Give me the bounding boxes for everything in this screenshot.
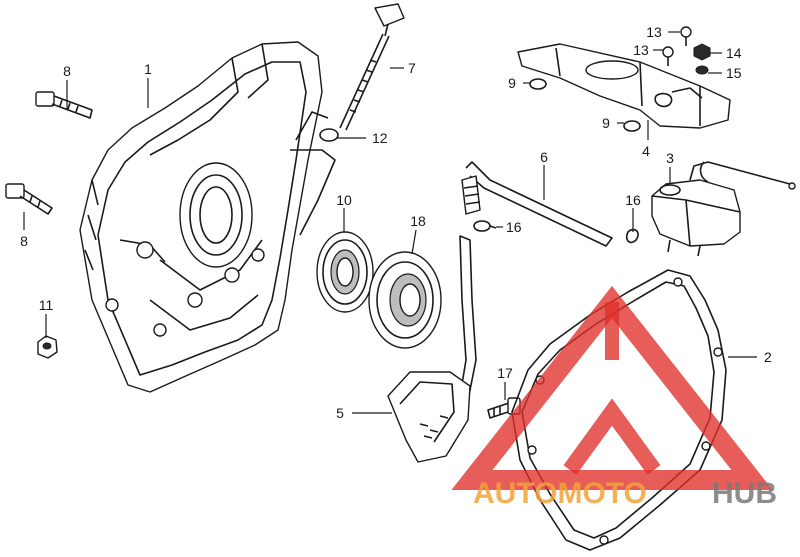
callout-6: 6	[540, 149, 548, 165]
bearing-small	[316, 231, 374, 313]
callout-17: 17	[497, 365, 513, 381]
callout-15: 15	[726, 65, 742, 81]
bearing-large	[368, 251, 442, 349]
bolt-upper	[35, 91, 93, 119]
nut-upper	[693, 43, 711, 61]
callout-13-lower: 13	[633, 42, 649, 58]
callout-13-upper: 13	[646, 24, 662, 40]
logo-word-automoto: AUTOMOTO	[473, 477, 647, 510]
logo-word-hub: HUB	[712, 477, 777, 510]
callout-14: 14	[726, 45, 742, 61]
washer-upper	[529, 78, 547, 90]
automotohub-logo: AUTOMOTO HUB	[451, 285, 777, 510]
callout-16-left: 16	[506, 219, 522, 235]
callout-12: 12	[372, 130, 388, 146]
dipstick	[339, 3, 405, 131]
nut	[37, 335, 58, 359]
screw-upper	[680, 26, 692, 46]
breather-tube	[461, 161, 613, 247]
washer-small	[695, 65, 709, 75]
leader-lines	[23, 31, 757, 414]
callout-8-upper: 8	[63, 63, 71, 79]
callout-18: 18	[410, 213, 426, 229]
callout-9-upper: 9	[508, 75, 516, 91]
callout-labels: 1 2 3 4 5 6 7 8 8 9 9 10 11 12 13 13 14 …	[20, 24, 772, 421]
callout-4: 4	[642, 143, 650, 159]
bolt-lower	[5, 183, 53, 215]
callout-11: 11	[39, 297, 54, 313]
crankcase-cover	[79, 41, 336, 393]
bracket	[517, 43, 731, 129]
callout-3: 3	[666, 150, 674, 166]
washer-lower	[623, 120, 641, 132]
clip-left	[473, 220, 497, 232]
callout-8-lower: 8	[20, 233, 28, 249]
callout-2: 2	[764, 349, 772, 365]
callout-10: 10	[336, 192, 352, 208]
callout-9-lower: 9	[602, 115, 610, 131]
oil-alert-unit	[651, 161, 796, 257]
callout-16-right: 16	[625, 192, 641, 208]
o-ring	[319, 128, 339, 142]
callout-1: 1	[144, 61, 152, 77]
callout-5: 5	[336, 405, 344, 421]
oil-screen	[387, 235, 477, 463]
callout-7: 7	[408, 60, 416, 76]
screw-lower	[662, 46, 674, 66]
